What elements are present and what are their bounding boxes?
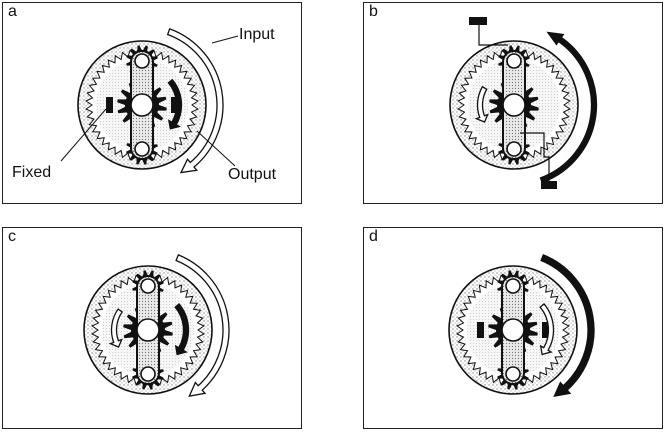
carrier-pin (134, 53, 150, 69)
gear-diagram-d (448, 254, 595, 398)
input-arrow (166, 28, 224, 174)
carrier-pin (505, 278, 521, 294)
output-leader (196, 130, 236, 167)
panel-c: c (2, 227, 302, 429)
carrier-pin (505, 366, 521, 382)
fixed-leader (60, 108, 107, 162)
fixed-label: Fixed (12, 164, 52, 181)
input-leader (211, 35, 239, 44)
carrier-pin (140, 366, 156, 382)
fixed-block-right (171, 97, 178, 113)
sun-arrow (108, 308, 124, 348)
carrier-pin (506, 53, 522, 69)
input-label: Input (239, 26, 275, 43)
fixed-block-left (477, 322, 484, 338)
panel-a: a Input Fixed Output (2, 2, 302, 204)
gear-diagram-c (83, 254, 230, 398)
panel-letter: d (369, 228, 378, 245)
carrier-arrow (174, 303, 190, 356)
panel-b: b (363, 2, 663, 204)
panel-d: d (363, 227, 663, 429)
fixed-block-left (106, 97, 113, 113)
carrier-link-bottom (520, 132, 550, 181)
ring-arrow (539, 31, 598, 184)
fixed-block-top (469, 17, 487, 25)
carrier-link-top (478, 23, 508, 46)
sun-hub (130, 93, 154, 117)
output-arrow (167, 78, 183, 130)
sun-hub (501, 318, 525, 342)
gear-diagram-b (449, 17, 598, 189)
sun-hub (136, 318, 160, 342)
carrier-pin (134, 141, 150, 157)
gear-diagram-a (60, 28, 239, 174)
carrier-pin (140, 278, 156, 294)
fixed-block-bottom (541, 181, 557, 189)
sun-hub (502, 93, 526, 117)
ring-arrow (175, 254, 230, 398)
ring-arrow (540, 254, 595, 398)
fixed-block-right (542, 322, 549, 338)
panel-letter: b (369, 3, 378, 20)
carrier-pin (506, 141, 522, 157)
panel-letter: c (8, 228, 16, 245)
sun-arrow (474, 85, 489, 123)
panel-letter: a (8, 3, 17, 20)
carrier-arrow (539, 303, 555, 356)
output-label: Output (228, 166, 277, 183)
